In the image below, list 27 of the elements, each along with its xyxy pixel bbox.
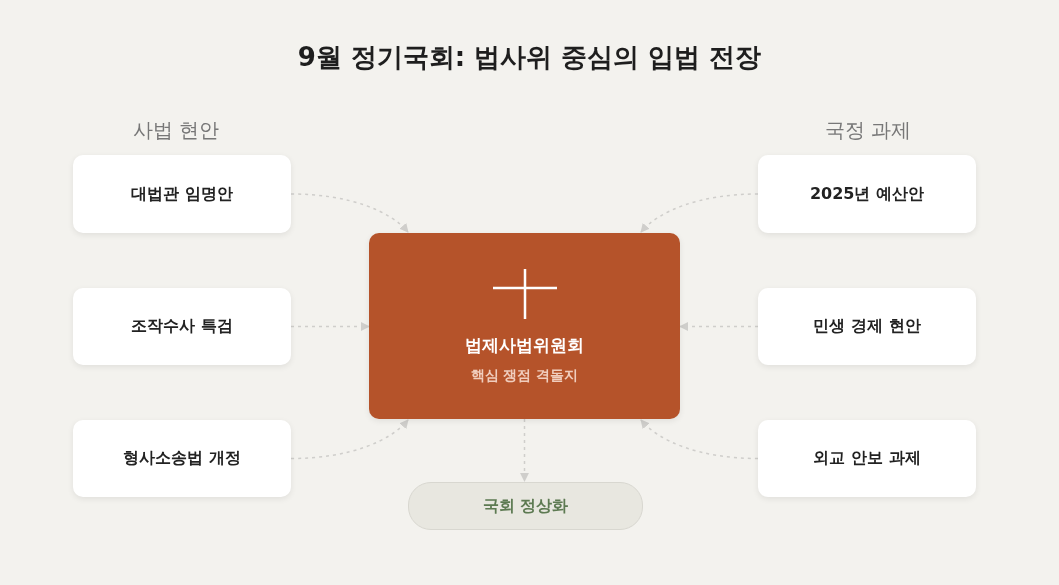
section-heading: 국정 과제 <box>824 118 912 142</box>
committee-box <box>369 233 680 419</box>
arrow <box>290 419 409 460</box>
box-heading: 법제사법위원회 <box>465 333 584 357</box>
box-label: 외교 안보 과제 <box>813 448 921 469</box>
arrow <box>290 322 370 331</box>
arrow <box>520 418 529 482</box>
arrow <box>679 322 759 331</box>
issue-box <box>73 420 291 497</box>
box-label: 2025년 예산안 <box>809 183 925 205</box>
outcome-pill <box>408 482 643 530</box>
issue-box <box>73 288 291 365</box>
box-subtitle: 핵심 쟁점 격돌지 <box>470 366 579 385</box>
issue-box <box>73 155 291 233</box>
issue-box <box>758 420 976 497</box>
arrow <box>640 419 759 460</box>
issue-box <box>758 155 976 233</box>
box-label: 대법관 임명안 <box>131 183 233 205</box>
arrow <box>290 193 409 233</box>
box-label: 국회 정상화 <box>482 495 569 517</box>
box-label: 민생 경제 현안 <box>813 316 921 337</box>
arrow <box>640 193 759 233</box>
box-label: 형사소송법 개정 <box>123 448 241 469</box>
section-heading: 사법 현안 <box>132 118 220 142</box>
box-label: 조작수사 특검 <box>131 316 233 337</box>
title: 9월 정기국회: 법사위 중심의 입법 전장 <box>296 41 763 74</box>
issue-box <box>758 288 976 365</box>
